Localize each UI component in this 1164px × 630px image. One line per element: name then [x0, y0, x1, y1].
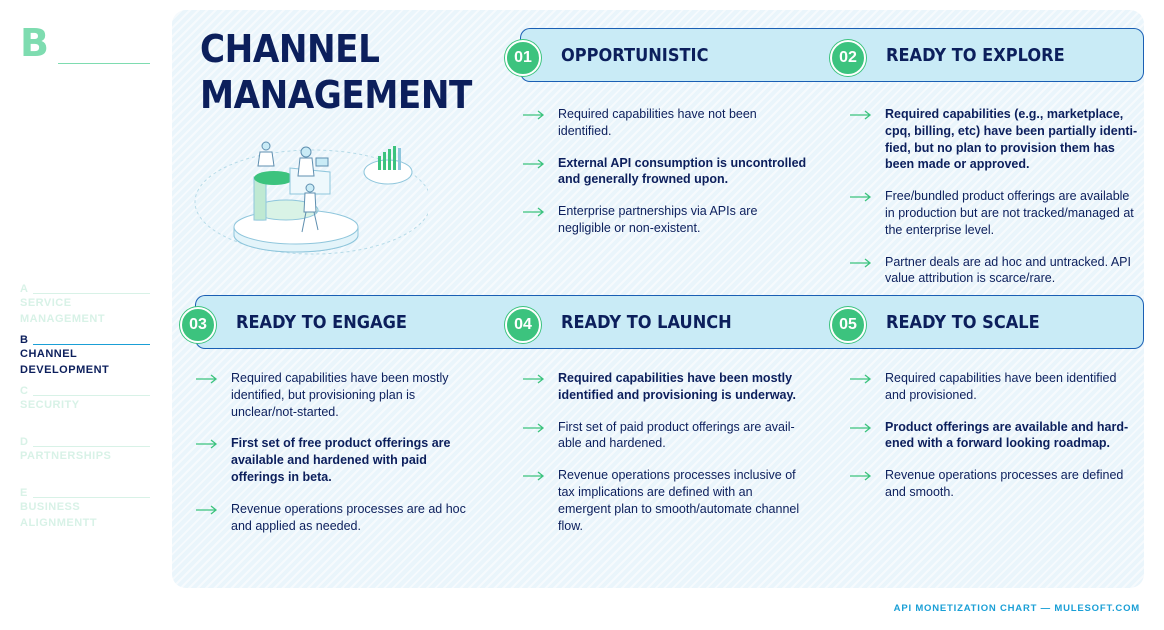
footer-credit: API MONETIZATION CHART — MULESOFT.COM	[893, 603, 1140, 614]
bullet-text: Required capabilities have been mostly i…	[231, 371, 449, 419]
bullet: Required capabilities have been identifi…	[850, 370, 1135, 404]
nav-item-channel-development[interactable]: B CHANNEL DEVELOPMENT	[20, 332, 152, 383]
nav-item-partnerships[interactable]: D PARTNERSHIPS	[20, 434, 152, 485]
bullet: Revenue operations processes are ad hoc …	[196, 501, 481, 535]
arrow-right-icon	[523, 110, 545, 120]
nav-label: SERVICE MANAGEMENT	[20, 297, 106, 325]
section-letter: B	[20, 21, 49, 65]
bullet: Required capabilities (e.g., marketplace…	[850, 106, 1140, 173]
bullet-text: Revenue operations processes are ad hoc …	[231, 501, 466, 533]
nav-rule	[33, 293, 150, 294]
arrow-right-icon	[850, 110, 872, 120]
team-platform-illustration	[194, 141, 428, 255]
bullet: Revenue operations processes inclusive o…	[523, 467, 808, 534]
stage-01-title: OPPORTUNISTIC	[561, 45, 709, 66]
arrow-right-icon	[523, 159, 545, 169]
nav-letter: B	[20, 334, 29, 346]
stage-03-header: 03 READY TO ENGAGE	[180, 295, 521, 349]
nav-letter: E	[20, 487, 28, 499]
stage-02-header: 02 READY TO EXPLORE	[830, 28, 1144, 82]
bullet: Required capabilities have been mostly i…	[523, 370, 808, 404]
title-line-1: CHANNEL	[200, 27, 380, 71]
stage-01-bullets: Required capabilities have not been iden…	[523, 106, 808, 252]
stage-03-title: READY TO ENGAGE	[236, 312, 408, 333]
stage-05-bullets: Required capabilities have been identifi…	[850, 370, 1135, 516]
nav-letter: D	[20, 436, 29, 448]
bullet-text: Required capabilities (e.g., marketplace…	[885, 107, 1138, 172]
nav-rule	[33, 446, 150, 447]
bullet-text: Required capabilities have been mostly i…	[558, 371, 796, 402]
stage-02-bullets: Required capabilities (e.g., marketplace…	[850, 106, 1140, 302]
bullet-text: Required capabilities have not been iden…	[558, 107, 757, 138]
bullet: Revenue operations processes are defined…	[850, 467, 1135, 501]
nav-rule	[33, 344, 150, 345]
title-line-2: MANAGEMENT	[200, 73, 472, 117]
bullet: Product offerings are available and hard…	[850, 419, 1135, 453]
bullet: Required capabilities have been mostly i…	[196, 370, 481, 420]
stage-03-number: 03	[180, 307, 216, 343]
stage-05-header: 05 READY TO SCALE	[830, 295, 1144, 349]
nav-label: BUSINESS ALIGNMENTT	[20, 501, 98, 529]
arrow-right-icon	[850, 374, 872, 384]
bullet-text: External API consumption is uncontrolled…	[558, 155, 807, 187]
nav-item-service-management[interactable]: A SERVICE MANAGEMENT	[20, 281, 152, 332]
stage-05-number: 05	[830, 307, 866, 343]
page-title: CHANNEL MANAGEMENT	[200, 26, 472, 118]
nav-letter: C	[20, 385, 29, 397]
bullet-text: Revenue operations processes are defined…	[885, 468, 1124, 499]
stage-04-header: 04 READY TO LAUNCH	[505, 295, 846, 349]
arrow-right-icon	[523, 374, 545, 384]
bullet-text: Enterprise partnerships via APIs are neg…	[558, 204, 758, 235]
nav-letter: A	[20, 283, 29, 295]
nav-label: PARTNERSHIPS	[20, 450, 112, 462]
arrow-right-icon	[850, 423, 872, 433]
bullet-text: Product offerings are available and hard…	[885, 419, 1129, 451]
bullet-text: Required capabilities have been identifi…	[885, 371, 1117, 402]
arrow-right-icon	[196, 374, 218, 384]
bullet-text: Partner deals are ad hoc and untracked. …	[885, 254, 1131, 286]
arrow-right-icon	[523, 423, 545, 433]
stage-05-title: READY TO SCALE	[886, 312, 1040, 333]
stage-04-bullets: Required capabilities have been mostly i…	[523, 370, 808, 549]
bullet-text: Free/bundled product offerings are avail…	[885, 189, 1134, 237]
arrow-right-icon	[523, 207, 545, 217]
nav-item-business-alignment[interactable]: E BUSINESS ALIGNMENTT	[20, 485, 152, 536]
stage-03-bullets: Required capabilities have been mostly i…	[196, 370, 481, 549]
stage-02-number: 02	[830, 40, 866, 76]
nav-label: CHANNEL DEVELOPMENT	[20, 348, 110, 376]
arrow-right-icon	[196, 505, 218, 515]
arrow-right-icon	[196, 439, 218, 449]
arrow-right-icon	[850, 192, 872, 202]
bullet: Partner deals are ad hoc and untracked. …	[850, 254, 1140, 288]
nav-rule	[33, 395, 150, 396]
bullet: Required capabilities have not been iden…	[523, 106, 808, 140]
bullet: First set of paid product offerings are …	[523, 419, 808, 453]
bullet: External API consumption is uncontrolled…	[523, 155, 808, 189]
nav-label: SECURITY	[20, 399, 80, 411]
bullet-text: Revenue operations processes inclusive o…	[558, 468, 800, 533]
stage-04-title: READY TO LAUNCH	[561, 312, 732, 333]
section-letter-rule	[58, 63, 150, 64]
section-nav: A SERVICE MANAGEMENT B CHANNEL DEVELOPME…	[20, 281, 152, 536]
stage-01-header: 01 OPPORTUNISTIC	[505, 28, 846, 82]
bullet-text: First set of free product offerings are …	[231, 436, 451, 484]
arrow-right-icon	[523, 471, 545, 481]
arrow-right-icon	[850, 258, 872, 268]
bullet: Free/bundled product offerings are avail…	[850, 188, 1140, 238]
arrow-right-icon	[850, 471, 872, 481]
nav-item-security[interactable]: C SECURITY	[20, 383, 152, 434]
bullet: First set of free product offerings are …	[196, 435, 481, 485]
stage-01-number: 01	[505, 40, 541, 76]
bullet: Enterprise partnerships via APIs are neg…	[523, 203, 808, 237]
nav-rule	[33, 497, 150, 498]
stage-02-title: READY TO EXPLORE	[886, 45, 1065, 66]
bullet-text: First set of paid product offerings are …	[558, 419, 795, 451]
stage-04-number: 04	[505, 307, 541, 343]
